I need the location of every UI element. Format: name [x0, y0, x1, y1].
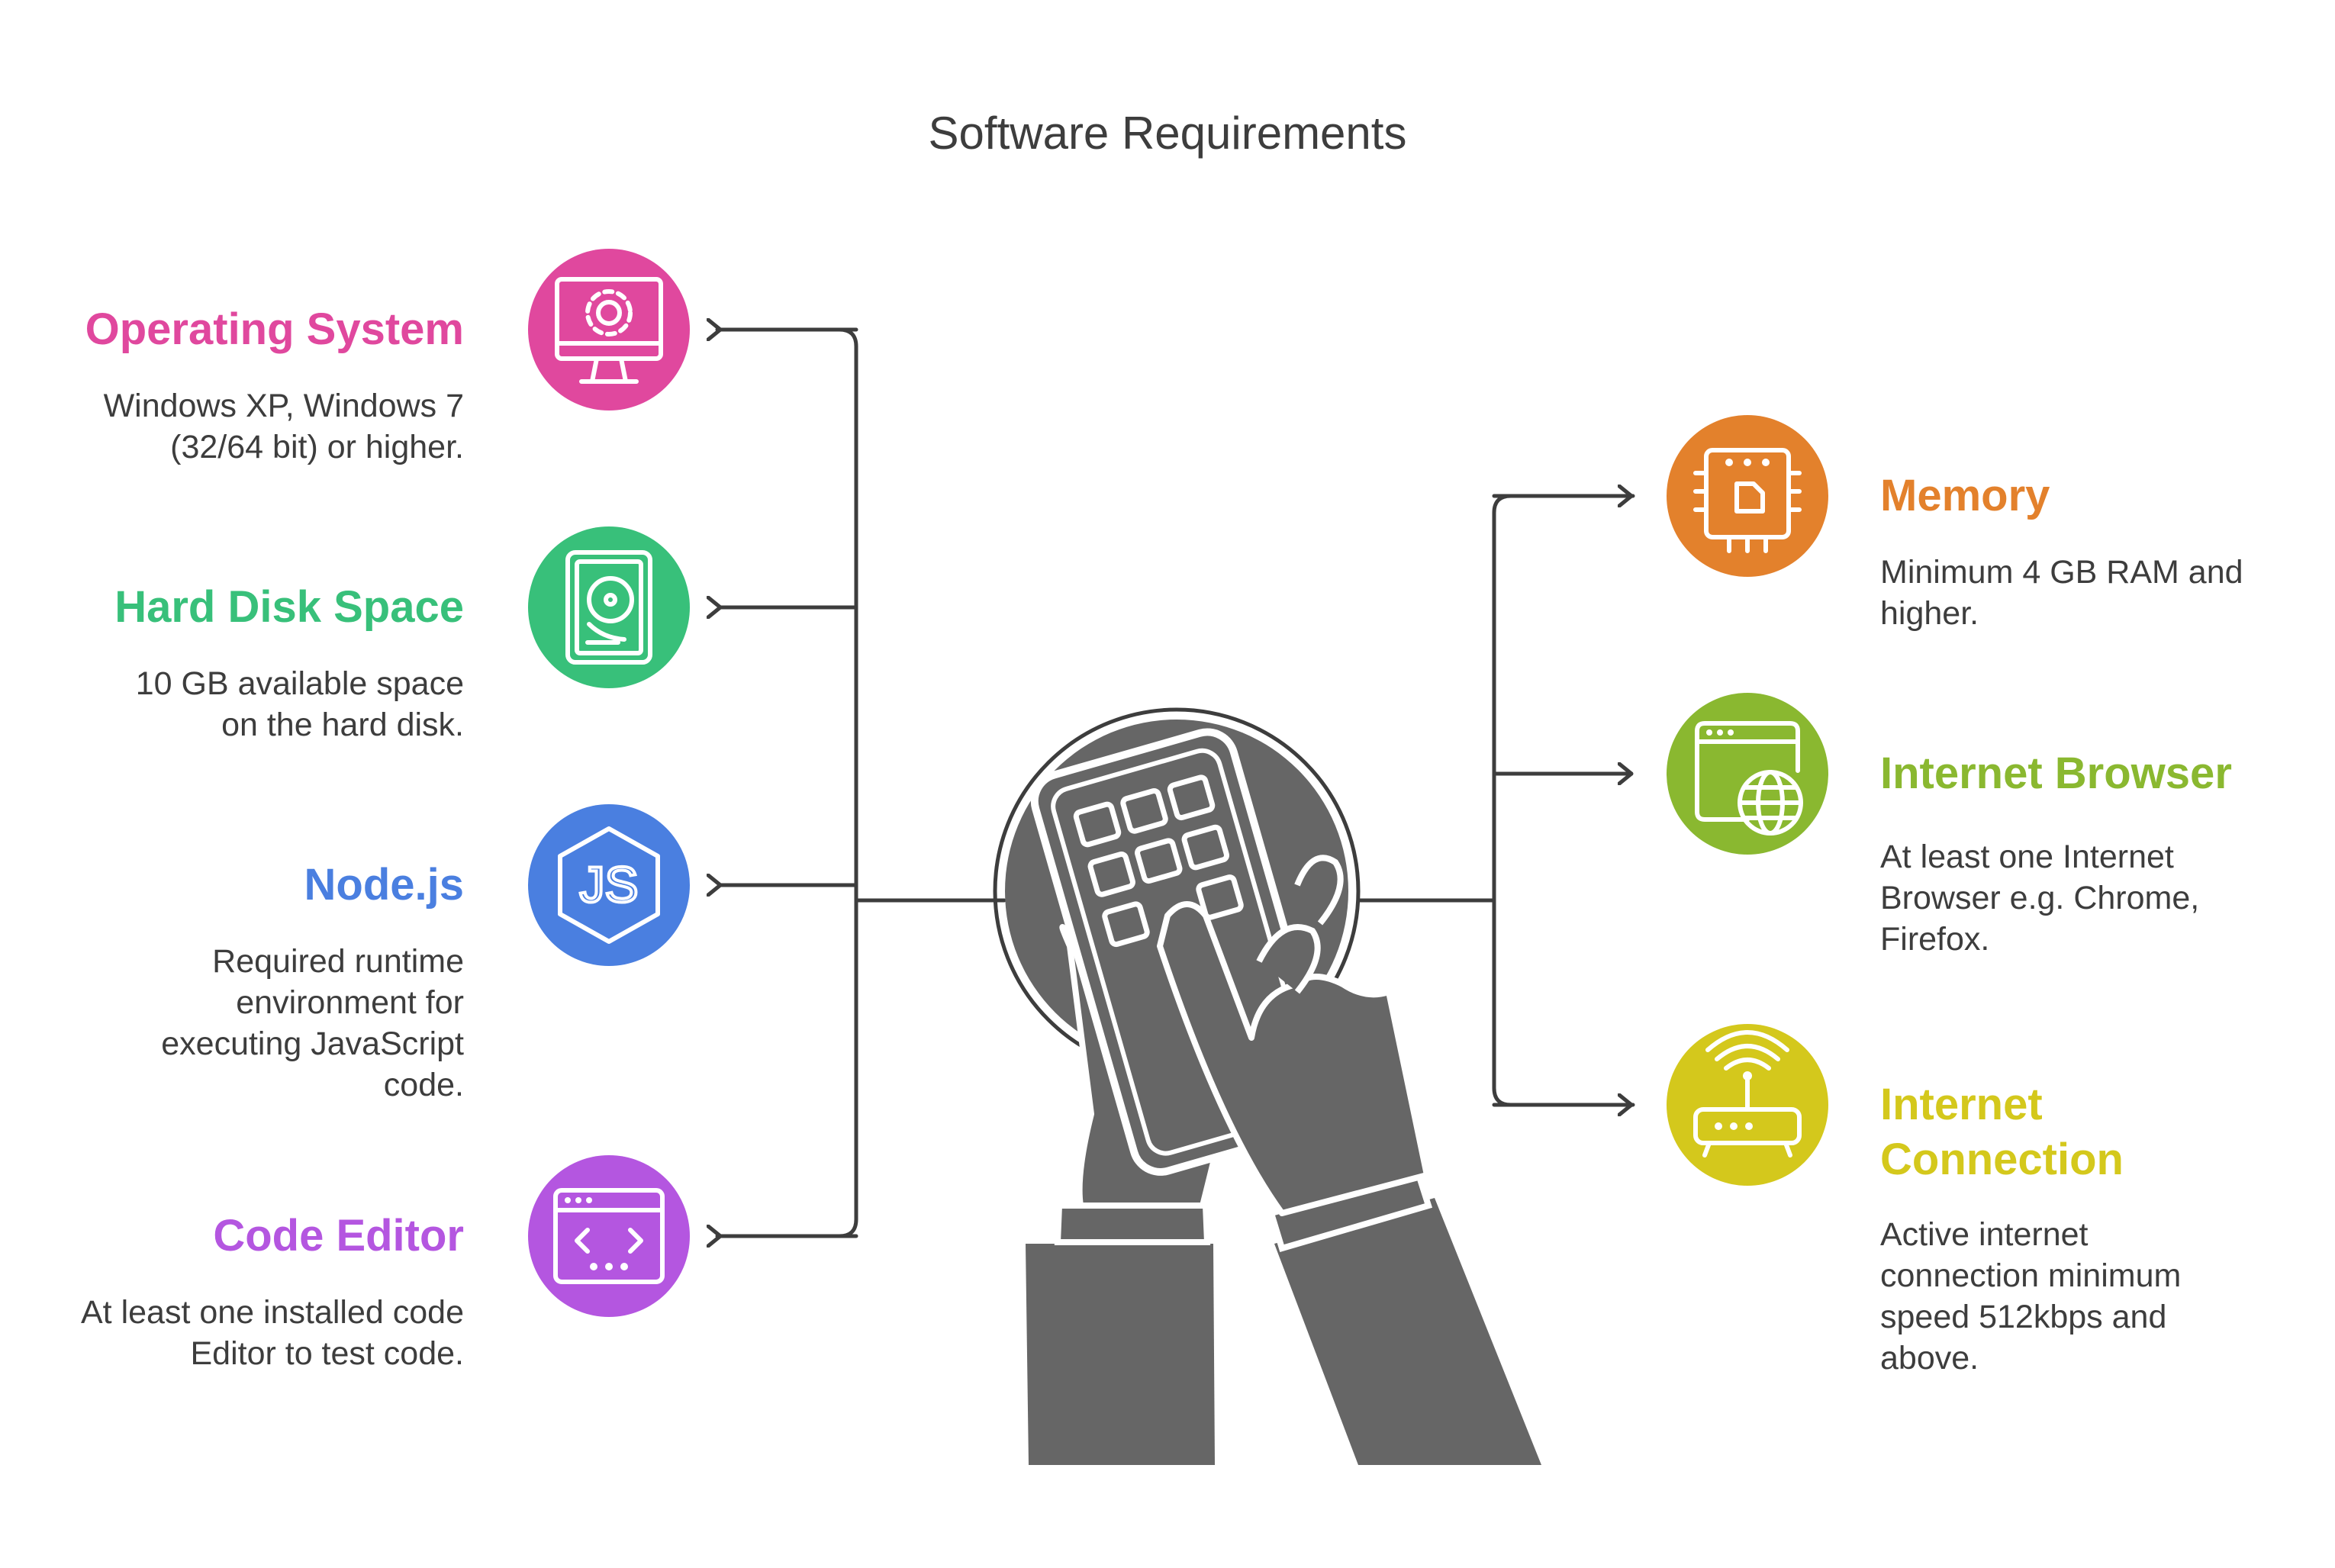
svg-text:JS: JS: [579, 856, 638, 913]
item-title: Memory: [1880, 471, 2050, 520]
left-connectors: [715, 327, 1006, 1238]
item-description: Minimum 4 GB RAM and higher.: [1880, 554, 2243, 632]
item-title: Hard Disk Space: [114, 582, 464, 632]
item-description: Required runtime environment for executi…: [161, 943, 464, 1103]
item-title: Operating System: [85, 304, 464, 354]
item-description: At least one Internet Browser e.g. Chrom…: [1880, 839, 2200, 958]
code-window-icon: [528, 1155, 690, 1317]
nodejs-icon-group: JS: [528, 804, 690, 966]
item-title: Code Editor: [213, 1211, 464, 1261]
item-description: At least one installed code Editor to te…: [81, 1294, 464, 1372]
connector-left-trunk: [715, 327, 858, 1238]
connector-right-trunk: [1492, 494, 1635, 1107]
nodejs-hexagon-icon: [528, 804, 690, 966]
hands-keypad-icon: [993, 707, 1541, 1465]
memory-icon-group: [1667, 415, 1828, 577]
item-title: Internet Connection: [1880, 1080, 2124, 1184]
right-connectors: [1356, 494, 1635, 1107]
item-title: Node.js: [304, 860, 465, 910]
browser-globe-icon: [1667, 693, 1828, 855]
item-title: Internet Browser: [1880, 749, 2232, 798]
code-editor-icon-group: [528, 1155, 690, 1317]
hard-disk-icon-group: [528, 526, 690, 688]
item-description: Windows XP, Windows 7 (32/64 bit) or hig…: [103, 388, 464, 465]
item-description: 10 GB available space on the hard disk.: [135, 665, 464, 743]
monitor-gear-icon: [528, 249, 690, 411]
internet-connection-icon-group: [1667, 1024, 1828, 1186]
diagram-title: Software Requirements: [928, 108, 1407, 159]
operating-system-icon-group: [528, 249, 690, 411]
item-description: Active internet connection minimum speed…: [1880, 1216, 2182, 1376]
internet-browser-icon-group: [1667, 693, 1828, 855]
